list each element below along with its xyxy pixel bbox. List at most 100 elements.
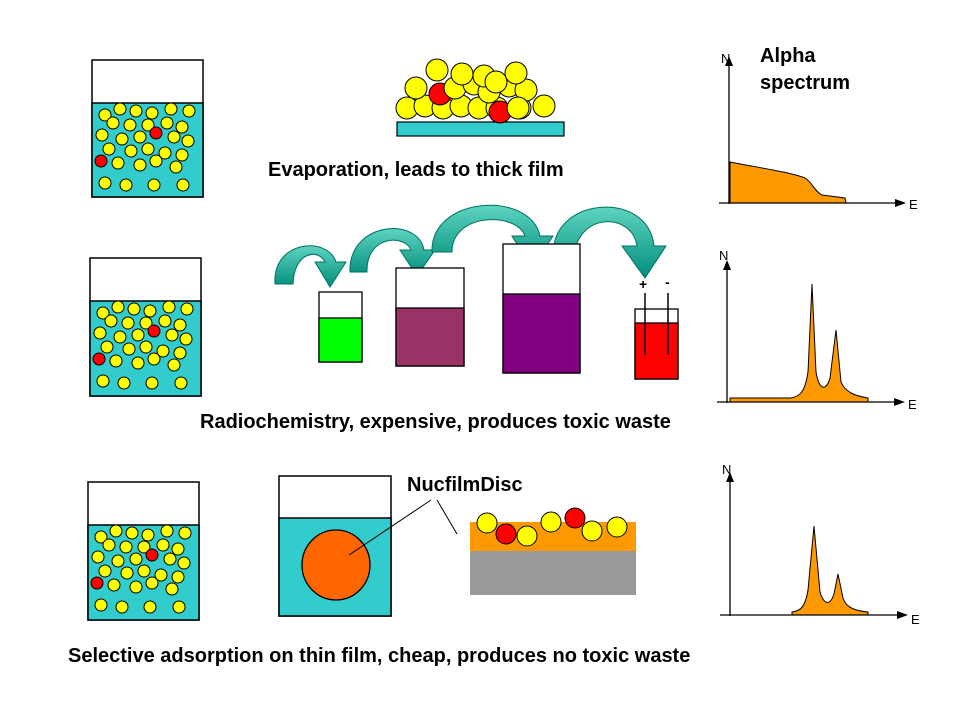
particle — [113, 102, 127, 116]
x-axis-arrow-icon — [897, 611, 908, 619]
particle — [129, 104, 143, 118]
particle — [100, 340, 114, 354]
spectrum-1: N E — [719, 51, 918, 212]
particle-layer — [476, 507, 628, 547]
process-arrows — [274, 204, 667, 288]
particle — [484, 70, 508, 94]
radiochemistry-label: Radiochemistry, expensive, produces toxi… — [200, 411, 671, 433]
particle — [119, 540, 133, 554]
particle — [404, 76, 428, 100]
plus-sign: + — [639, 276, 647, 292]
beaker-sample-2 — [89, 257, 202, 397]
beaker-mauve — [395, 267, 465, 367]
particle — [117, 376, 131, 390]
particle — [109, 524, 123, 538]
particle — [115, 600, 129, 614]
beaker-sample-3 — [87, 481, 200, 621]
y-axis-label: N — [719, 248, 728, 263]
particle — [156, 344, 170, 358]
x-axis-arrow-icon — [894, 398, 905, 406]
particle — [147, 352, 161, 366]
particle — [94, 598, 108, 612]
minus-sign: - — [665, 274, 670, 290]
radioactive-particle — [145, 548, 159, 562]
radioactive-particle — [92, 352, 106, 366]
spectrum-2: N E — [717, 248, 917, 412]
x-axis-label: E — [908, 397, 917, 412]
particle — [174, 376, 188, 390]
particle — [425, 58, 449, 82]
particle — [133, 158, 147, 172]
y-axis-arrow-icon — [726, 472, 734, 482]
particle — [122, 342, 136, 356]
particle — [139, 316, 153, 330]
particle — [171, 570, 185, 584]
curved-arrow-icon — [274, 245, 347, 288]
particle — [145, 106, 159, 120]
particle — [96, 306, 110, 320]
radioactive-particle — [90, 576, 104, 590]
particle — [178, 526, 192, 540]
particle — [172, 600, 186, 614]
particle — [121, 316, 135, 330]
particle — [129, 552, 143, 566]
particle-group — [90, 524, 192, 614]
particle — [120, 566, 134, 580]
particle — [181, 134, 195, 148]
callout-line — [436, 499, 458, 535]
radioactive-particle — [564, 507, 586, 529]
particle — [93, 326, 107, 340]
y-axis-label: N — [721, 51, 730, 66]
spectrum-thin-film — [791, 525, 869, 616]
particle — [167, 358, 181, 372]
particle — [141, 118, 155, 132]
particle — [167, 130, 181, 144]
particle-pile — [395, 58, 556, 124]
particle — [141, 528, 155, 542]
particle — [182, 104, 196, 118]
substrate — [470, 550, 636, 595]
y-axis-arrow-icon — [723, 260, 731, 270]
beaker-purple — [502, 243, 581, 374]
particle — [173, 346, 187, 360]
particle — [113, 330, 127, 344]
radioactive-particle — [149, 126, 163, 140]
x-axis-label: E — [909, 197, 918, 212]
particle — [606, 516, 628, 538]
spectrum-radiochem — [729, 283, 869, 403]
particle — [139, 340, 153, 354]
particle — [106, 116, 120, 130]
radioactive-particle — [147, 324, 161, 338]
particle — [164, 102, 178, 116]
particle — [143, 600, 157, 614]
particle — [131, 328, 145, 342]
particle — [109, 354, 123, 368]
alpha-title-line2: spectrum — [760, 72, 850, 94]
particle — [98, 176, 112, 190]
particle — [124, 144, 138, 158]
particle — [160, 116, 174, 130]
particle — [104, 314, 118, 328]
particle — [177, 556, 191, 570]
particle — [95, 128, 109, 142]
particle — [173, 318, 187, 332]
particle — [119, 178, 133, 192]
curved-arrow-icon — [553, 206, 667, 279]
particle — [98, 108, 112, 122]
particle-group — [94, 102, 196, 192]
particle — [91, 550, 105, 564]
particle — [141, 142, 155, 156]
particle — [165, 328, 179, 342]
particle — [123, 118, 137, 132]
particle — [137, 564, 151, 578]
x-axis-label: E — [911, 612, 920, 627]
particle — [94, 530, 108, 544]
alpha-title-line1: Alpha — [760, 45, 816, 67]
particle — [147, 178, 161, 192]
evaporation-label: Evaporation, leads to thick film — [268, 159, 564, 181]
particle — [107, 578, 121, 592]
particle-group — [92, 300, 194, 390]
nucfilm-disc — [301, 529, 371, 601]
particle — [129, 580, 143, 594]
particle — [96, 374, 110, 388]
